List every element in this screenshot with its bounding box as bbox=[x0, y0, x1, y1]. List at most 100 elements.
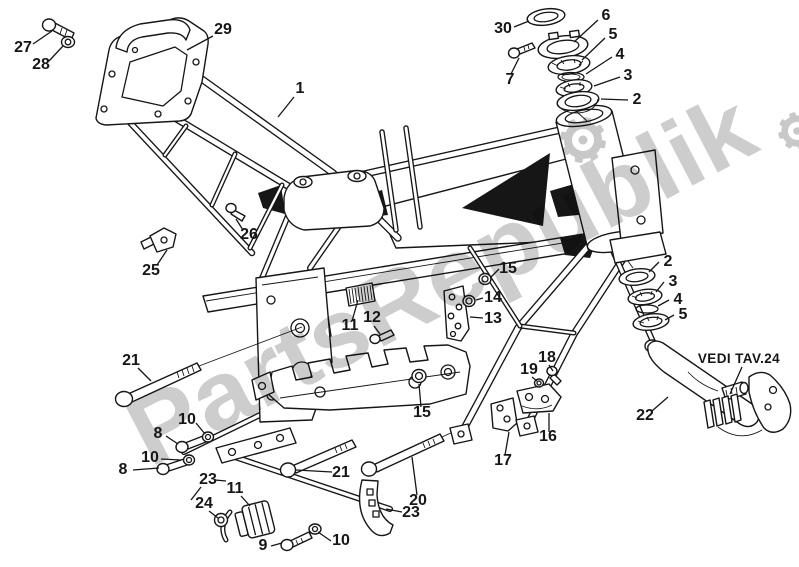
leader-line bbox=[469, 316, 484, 319]
bolt-21-lower bbox=[279, 439, 357, 478]
callout-9: 9 bbox=[259, 537, 268, 554]
leader-line bbox=[657, 299, 670, 307]
reference-note-text: VEDI TAV.24 bbox=[698, 351, 780, 366]
bolt-26 bbox=[225, 202, 246, 222]
leader-line bbox=[490, 268, 500, 278]
callout-10: 10 bbox=[178, 411, 196, 428]
callout-27: 27 bbox=[14, 39, 32, 56]
callout-3: 3 bbox=[624, 67, 633, 84]
callout-15: 15 bbox=[499, 260, 517, 277]
leader-line bbox=[573, 19, 599, 43]
leader-line bbox=[156, 249, 168, 266]
callout-29: 29 bbox=[214, 21, 232, 38]
frame-drawing bbox=[41, 7, 792, 552]
callout-21: 21 bbox=[332, 464, 350, 481]
callout-8: 8 bbox=[154, 425, 163, 442]
gear-icon bbox=[778, 112, 799, 150]
rear-rack bbox=[95, 17, 209, 126]
bracket-bar bbox=[215, 427, 297, 464]
callout-13: 13 bbox=[484, 310, 502, 327]
rubber-gaiter bbox=[345, 282, 376, 307]
nut-15-upper bbox=[478, 272, 492, 286]
callout-4: 4 bbox=[616, 46, 625, 63]
callout-30: 30 bbox=[494, 20, 512, 37]
stand-cable bbox=[717, 426, 763, 437]
steering-head-bracket bbox=[609, 149, 667, 264]
stand-ribs bbox=[703, 393, 742, 429]
callout-14: 14 bbox=[484, 289, 502, 306]
callout-5: 5 bbox=[679, 306, 688, 323]
leader-line bbox=[593, 76, 621, 87]
leader-line bbox=[418, 383, 422, 408]
leader-line bbox=[504, 431, 510, 456]
callout-16: 16 bbox=[539, 428, 557, 445]
leader-line bbox=[48, 45, 64, 62]
leader-line bbox=[729, 366, 743, 395]
leader-line bbox=[317, 531, 332, 542]
leader-line bbox=[548, 364, 554, 372]
callout-17: 17 bbox=[494, 452, 512, 469]
leader-line bbox=[585, 56, 613, 75]
callout-23: 23 bbox=[402, 504, 420, 521]
callout-11: 11 bbox=[342, 317, 359, 334]
watermark: PartsRepublik bbox=[110, 73, 799, 487]
callout-26: 26 bbox=[240, 226, 258, 243]
nut-14 bbox=[462, 294, 476, 308]
stand-spring bbox=[687, 371, 749, 401]
leader-line bbox=[165, 435, 179, 445]
leader-line bbox=[32, 30, 53, 45]
ring-24 bbox=[213, 512, 229, 528]
leader-line bbox=[513, 20, 530, 28]
leader-line bbox=[235, 218, 244, 231]
bolt-21-upper bbox=[114, 326, 303, 408]
leader-line bbox=[600, 98, 629, 101]
leader-line bbox=[137, 367, 152, 382]
rubber-pad-11 bbox=[234, 500, 276, 539]
callout-12: 12 bbox=[363, 309, 381, 326]
callout-24: 24 bbox=[195, 495, 213, 512]
bolt-27 bbox=[41, 18, 75, 41]
callout-19: 19 bbox=[520, 361, 538, 378]
leader-line bbox=[270, 542, 283, 547]
bolt-7 bbox=[507, 42, 536, 59]
leader-line bbox=[295, 469, 333, 473]
washer-30 bbox=[526, 7, 566, 27]
leader-line bbox=[531, 376, 538, 382]
leader-line bbox=[240, 495, 251, 507]
callout-18: 18 bbox=[538, 349, 556, 366]
callout-6: 6 bbox=[602, 7, 611, 24]
callout-15: 15 bbox=[413, 404, 431, 421]
callout-5: 5 bbox=[609, 26, 618, 43]
callout-10: 10 bbox=[141, 449, 159, 466]
leader-line bbox=[195, 422, 206, 435]
leader-line bbox=[411, 456, 418, 496]
bearing-stack-bottom bbox=[618, 267, 670, 332]
callout-28: 28 bbox=[32, 56, 50, 73]
leader-line bbox=[581, 37, 606, 61]
stand-hook-23 bbox=[358, 479, 394, 537]
leader-line bbox=[651, 396, 669, 412]
leader-line bbox=[655, 281, 665, 293]
callout-2: 2 bbox=[664, 253, 673, 270]
reference-note: VEDI TAV.24 bbox=[698, 351, 780, 395]
leader-line bbox=[277, 96, 295, 118]
callout-11: 11 bbox=[227, 480, 244, 497]
leader-line bbox=[664, 314, 675, 321]
leader-line bbox=[214, 479, 227, 482]
bearing-5 bbox=[547, 54, 591, 76]
leader-line bbox=[373, 325, 381, 335]
leader-line bbox=[132, 467, 160, 471]
nut-15-lower bbox=[411, 368, 427, 384]
leader-line bbox=[208, 510, 219, 519]
callout-7: 7 bbox=[506, 71, 515, 88]
gear-icon bbox=[560, 117, 606, 163]
callout-4: 4 bbox=[674, 291, 683, 308]
callout-2: 2 bbox=[633, 91, 642, 108]
bearing-stack-top bbox=[526, 7, 600, 114]
bolt-9 bbox=[280, 531, 313, 552]
callout-22: 22 bbox=[636, 407, 654, 424]
leader-line bbox=[160, 458, 182, 461]
leader-line bbox=[385, 508, 403, 513]
